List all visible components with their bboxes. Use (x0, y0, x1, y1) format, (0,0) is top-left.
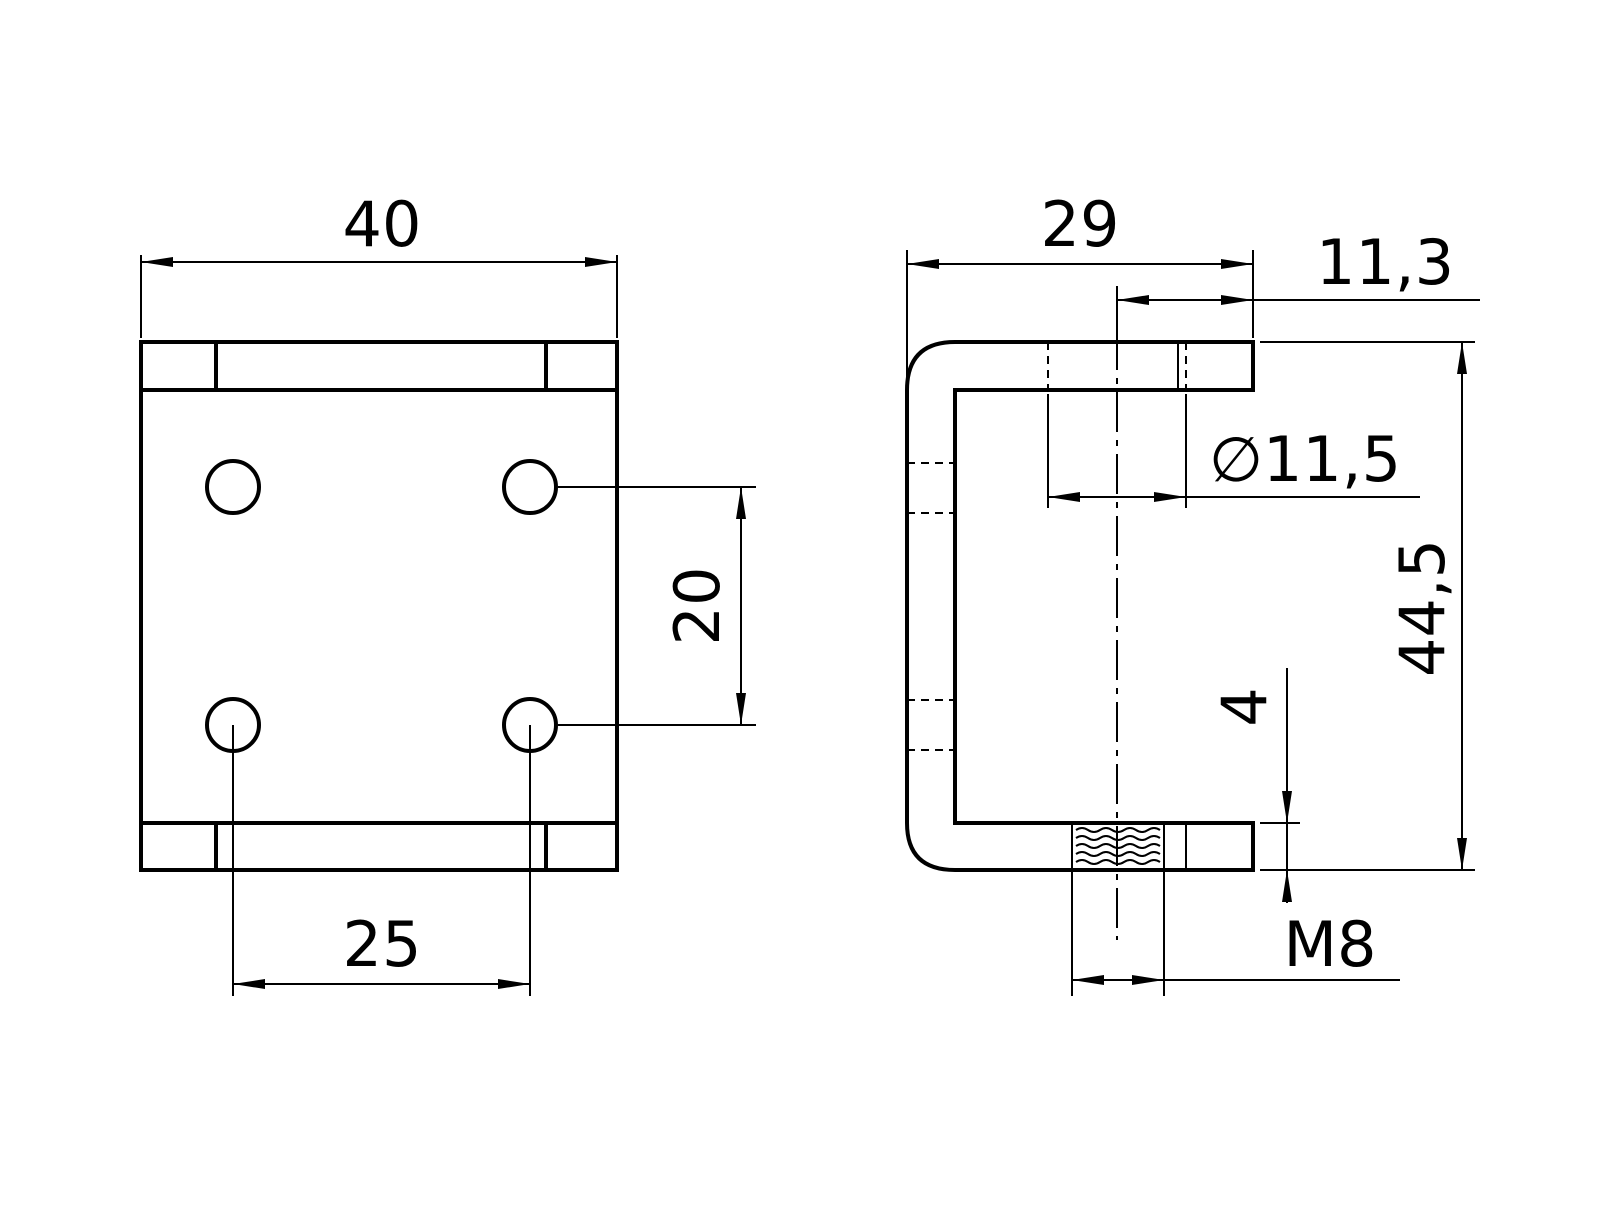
dimension-offset: 11,3 (1116, 226, 1480, 342)
bracket-profile (905, 340, 1255, 872)
dimension-label-depth: 29 (1041, 188, 1120, 261)
arrow-head (1132, 975, 1164, 985)
dimension-label-thread: M8 (1284, 908, 1377, 981)
mounting-hole-top-right (502, 459, 558, 515)
arrow-head (1117, 295, 1149, 305)
arrow-head (1457, 838, 1467, 870)
dimension-label-offset: 11,3 (1316, 226, 1454, 299)
front-view (139, 340, 619, 872)
arrow-head (1048, 492, 1080, 502)
dimension-height: 44,5 (1260, 341, 1475, 871)
dimension-width: 40 (140, 188, 618, 338)
dimension-hole-spacing-horizontal: 25 (232, 725, 531, 996)
arrow-head (1221, 295, 1253, 305)
dimension-depth: 29 (906, 188, 1254, 380)
dimension-label-thickness: 4 (1208, 687, 1281, 726)
dimension-thread: M8 (1071, 870, 1400, 996)
arrow-head (498, 979, 530, 989)
threaded-insert (1071, 822, 1165, 871)
dimension-label-hole-spacing-vertical: 20 (661, 567, 734, 646)
side-view (905, 330, 1255, 940)
dimension-hole-diameter: ∅11,5 (1047, 394, 1420, 508)
arrow-head (1282, 870, 1292, 902)
arrow-head (1072, 975, 1104, 985)
arrow-head (736, 487, 746, 519)
arrow-head (1154, 492, 1186, 502)
arrow-head (736, 693, 746, 725)
arrow-head (141, 257, 173, 267)
dimension-label-hole-spacing-horizontal: 25 (343, 908, 422, 981)
arrow-head (1457, 342, 1467, 374)
arrow-head (585, 257, 617, 267)
dimension-label-height: 44,5 (1386, 539, 1459, 677)
mounting-hole-top-left (205, 459, 261, 515)
dimension-label-width: 40 (343, 188, 422, 261)
arrow-head (1221, 259, 1253, 269)
arrow-head (907, 259, 939, 269)
dimension-hole-spacing-vertical: 20 (558, 486, 756, 726)
arrow-head (1282, 791, 1292, 823)
front-view-outline (139, 340, 619, 872)
dimension-label-hole-diameter: ∅11,5 (1209, 423, 1401, 496)
dimension-thickness: 4 (1208, 668, 1300, 903)
arrow-head (233, 979, 265, 989)
